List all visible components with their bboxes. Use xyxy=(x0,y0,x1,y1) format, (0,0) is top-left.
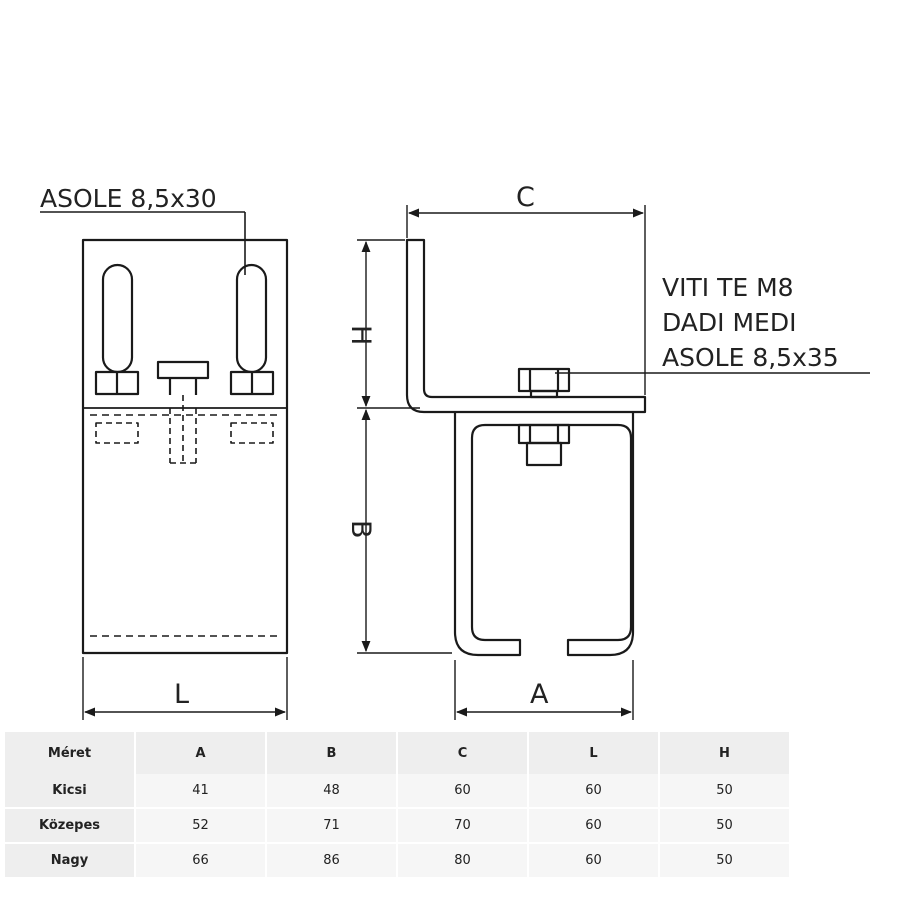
table-cell: 50 xyxy=(660,774,791,809)
side-view xyxy=(357,205,870,720)
front-view xyxy=(40,211,289,720)
table-cell: 60 xyxy=(529,774,660,809)
right-note-line-3: ASOLE 8,5x35 xyxy=(662,343,839,372)
front-plate xyxy=(81,238,289,655)
dim-H-label: H xyxy=(345,325,376,345)
dim-L-label: L xyxy=(174,679,189,710)
left-hidden-nut xyxy=(95,422,139,444)
dim-C-label: C xyxy=(516,182,535,213)
table-cell: 60 xyxy=(398,774,529,809)
table-cell: 60 xyxy=(529,844,660,879)
row-size-name: Kicsi xyxy=(5,774,136,809)
table-row: Kicsi 41 48 60 60 50 xyxy=(5,774,791,809)
lower-bolt-shank xyxy=(525,441,563,467)
table-cell: 66 xyxy=(136,844,267,879)
row-size-name: Nagy xyxy=(5,844,136,879)
header-c: C xyxy=(398,732,529,774)
table-cell: 86 xyxy=(267,844,398,879)
right-slot xyxy=(235,263,268,374)
header-h: H xyxy=(660,732,791,774)
left-slot xyxy=(101,263,134,374)
table-cell: 41 xyxy=(136,774,267,809)
right-note-line-1: VITI TE M8 xyxy=(662,273,794,302)
lower-bolt-head xyxy=(517,423,571,445)
row-size-name: Közepes xyxy=(5,809,136,844)
table-cell: 50 xyxy=(660,844,791,879)
center-bolt-head xyxy=(156,360,210,380)
header-meret: Méret xyxy=(5,732,136,774)
table-cell: 48 xyxy=(267,774,398,809)
right-note-line-2: DADI MEDI xyxy=(662,308,796,337)
header-a: A xyxy=(136,732,267,774)
table-row: Közepes 52 71 70 60 50 xyxy=(5,809,791,844)
dim-A-label: A xyxy=(530,679,549,710)
size-spec-table: Méret A B C L H Kicsi 41 48 60 60 50 Köz… xyxy=(5,732,791,879)
bracket-outer xyxy=(405,238,647,414)
table-cell: 50 xyxy=(660,809,791,844)
dim-B-label: B xyxy=(345,520,376,539)
table-cell: 71 xyxy=(267,809,398,844)
left-note-label: ASOLE 8,5x30 xyxy=(40,184,217,213)
header-b: B xyxy=(267,732,398,774)
table-cell: 52 xyxy=(136,809,267,844)
table-cell: 80 xyxy=(398,844,529,879)
table-row: Nagy 66 86 80 60 50 xyxy=(5,844,791,879)
table-cell: 70 xyxy=(398,809,529,844)
right-hidden-nut xyxy=(230,422,274,444)
table-header-row: Méret A B C L H xyxy=(5,732,791,774)
rail-profile xyxy=(453,412,635,657)
technical-drawing: ASOLE 8,5x30 VITI TE M8 DADI MEDI ASOLE … xyxy=(40,182,870,720)
table-cell: 60 xyxy=(529,809,660,844)
header-l: L xyxy=(529,732,660,774)
